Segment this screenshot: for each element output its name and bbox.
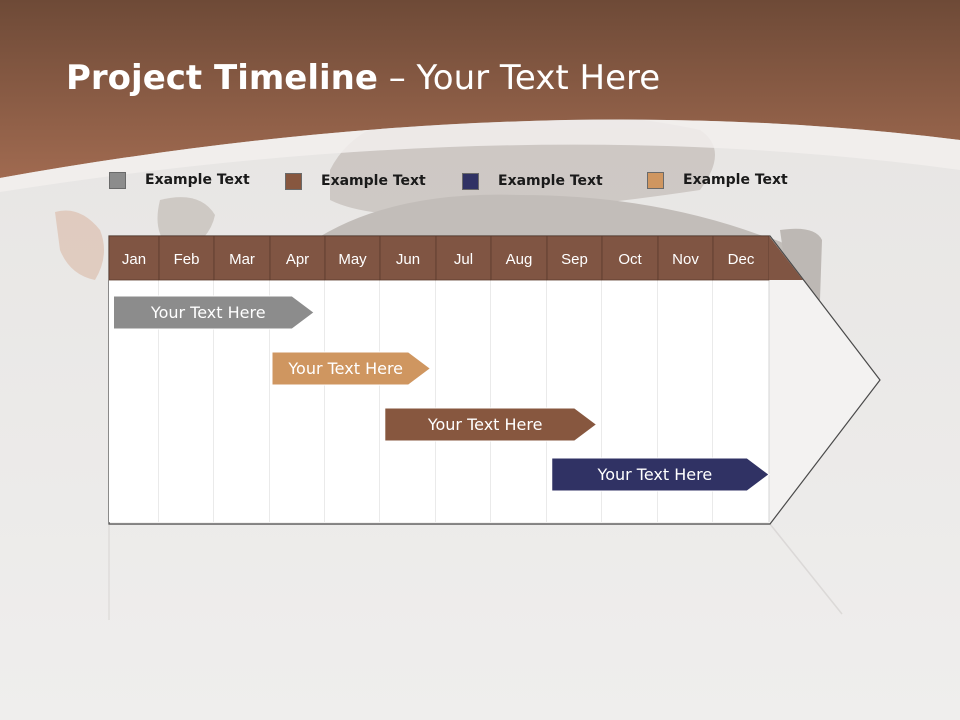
month-label-mar: Mar — [229, 251, 255, 268]
page-title: Project Timeline – Your Text Here — [66, 58, 660, 98]
timeline-bar-label: Your Text Here — [150, 303, 266, 322]
month-header-mar — [213, 235, 271, 281]
timeline-bar-label: Your Text Here — [287, 359, 403, 378]
legend-swatch-brown — [285, 172, 302, 190]
legend-label: Example Text — [145, 172, 250, 188]
timeline-bar-shape — [113, 295, 315, 330]
timeline-bar-4: Your Text Here — [551, 457, 770, 492]
month-label-dec: Dec — [728, 251, 755, 268]
month-column-aug — [491, 280, 547, 522]
month-label-nov: Nov — [672, 251, 699, 268]
month-label-sep: Sep — [561, 251, 588, 268]
month-label-oct: Oct — [618, 251, 642, 268]
header-swoosh — [0, 119, 960, 192]
legend-item-1: Example Text — [109, 169, 250, 191]
month-label-may: May — [338, 251, 367, 268]
timeline-bar-3: Your Text Here — [384, 407, 598, 442]
timeline-reflection — [108, 523, 843, 620]
month-header-jan — [108, 235, 160, 281]
month-header-may — [324, 235, 381, 281]
month-header-aug — [490, 235, 548, 281]
timeline-bar-2: Your Text Here — [271, 351, 432, 386]
legend-swatch-navy — [462, 172, 479, 190]
legend-swatch-tan — [647, 171, 664, 189]
legend-item-2: Example Text — [285, 170, 426, 192]
month-label-aug: Aug — [506, 251, 533, 268]
month-label-apr: Apr — [286, 251, 309, 268]
legend-label: Example Text — [321, 173, 426, 189]
month-label-jun: Jun — [396, 251, 420, 268]
month-label-feb: Feb — [174, 251, 200, 268]
timeline-bar-shape — [384, 407, 598, 442]
header-band — [0, 0, 960, 178]
legend-item-4: Example Text — [647, 169, 788, 191]
month-label-jul: Jul — [454, 251, 473, 268]
timeline-bar-1: Your Text Here — [113, 295, 315, 330]
month-column-may — [325, 280, 380, 522]
timeline-bar-label: Your Text Here — [427, 415, 543, 434]
month-column-jul — [436, 280, 491, 522]
legend-item-3: Example Text — [462, 170, 603, 192]
month-header-dec — [712, 235, 770, 281]
month-header-tip — [769, 236, 803, 280]
timeline-bar-shape — [551, 457, 770, 492]
title-bold: Project Timeline — [66, 58, 378, 98]
timeline-bar-label: Your Text Here — [597, 465, 713, 484]
month-header-apr — [269, 235, 326, 281]
legend-label: Example Text — [683, 172, 788, 188]
title-rest: – Your Text Here — [377, 58, 661, 98]
month-header-jul — [435, 235, 492, 281]
month-header-sep — [546, 235, 603, 281]
month-label-jan: Jan — [122, 251, 146, 268]
legend-swatch-gray — [109, 171, 126, 189]
timeline-bar-shape — [271, 351, 432, 386]
month-column-jun — [380, 280, 436, 522]
legend-label: Example Text — [498, 173, 603, 189]
